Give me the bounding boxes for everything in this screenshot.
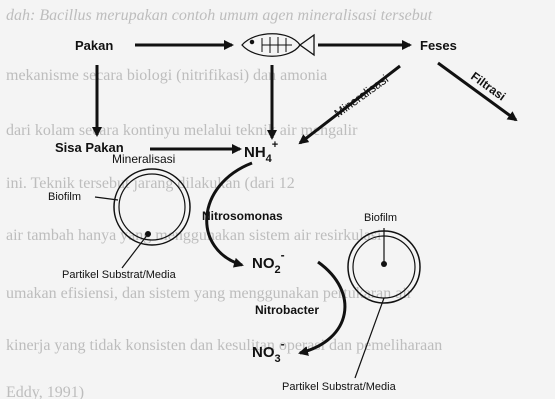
nh4-sup: + [272, 139, 278, 151]
bg-line-6: umakan efisiensi, dan sistem yang menggu… [6, 285, 413, 302]
label-nitrosomonas: Nitrosomonas [202, 209, 283, 223]
no3-base: NO [252, 344, 275, 361]
nh4-sub: 4 [266, 153, 273, 165]
bg-line-5: air tambah hanya yang menggunakan sistem… [6, 227, 382, 244]
background-text: dah: Bacillus merupakan contoh umum agen… [6, 7, 442, 399]
no3-sub: 3 [275, 353, 281, 365]
no2-sup: - [281, 248, 285, 262]
fish-icon [242, 34, 314, 57]
bg-line-8: Eddy, 1991) [6, 384, 84, 399]
no2-base: NO [252, 255, 275, 272]
bg-line-4: ini. Teknik tersebut jarang dilakukan (d… [6, 175, 295, 192]
dot-right [381, 261, 387, 267]
dot-left [145, 231, 151, 237]
bg-line-7: kinerja yang tidak konsisten dan kesulit… [6, 337, 442, 354]
label-feses: Feses [420, 38, 457, 53]
bg-line-2: mekanisme secara biologi (nitrifikasi) d… [6, 67, 327, 84]
bg-line-1: dah: Bacillus merupakan contoh umum agen… [6, 7, 433, 24]
label-biofilm-left: Biofilm [48, 191, 81, 203]
nh4-base: NH [244, 144, 266, 161]
no3-sup: - [281, 337, 285, 351]
label-pakan: Pakan [75, 38, 113, 53]
label-nitrobacter: Nitrobacter [255, 303, 319, 317]
label-no2: NO2- [252, 248, 285, 276]
no2-sub: 2 [275, 264, 281, 276]
label-partikel-left: Partikel Substrat/Media [62, 269, 177, 281]
label-partikel-right: Partikel Substrat/Media [282, 381, 397, 393]
label-mineralisasi-diagonal: Mineralisasi [332, 72, 391, 121]
bg-line-3: dari kolam secara kontinyu melalui tekni… [6, 122, 358, 139]
label-nh4: NH4 + [244, 139, 278, 165]
label-biofilm-right: Biofilm [364, 212, 397, 224]
label-mineralisasi-left: Mineralisasi [112, 152, 175, 166]
